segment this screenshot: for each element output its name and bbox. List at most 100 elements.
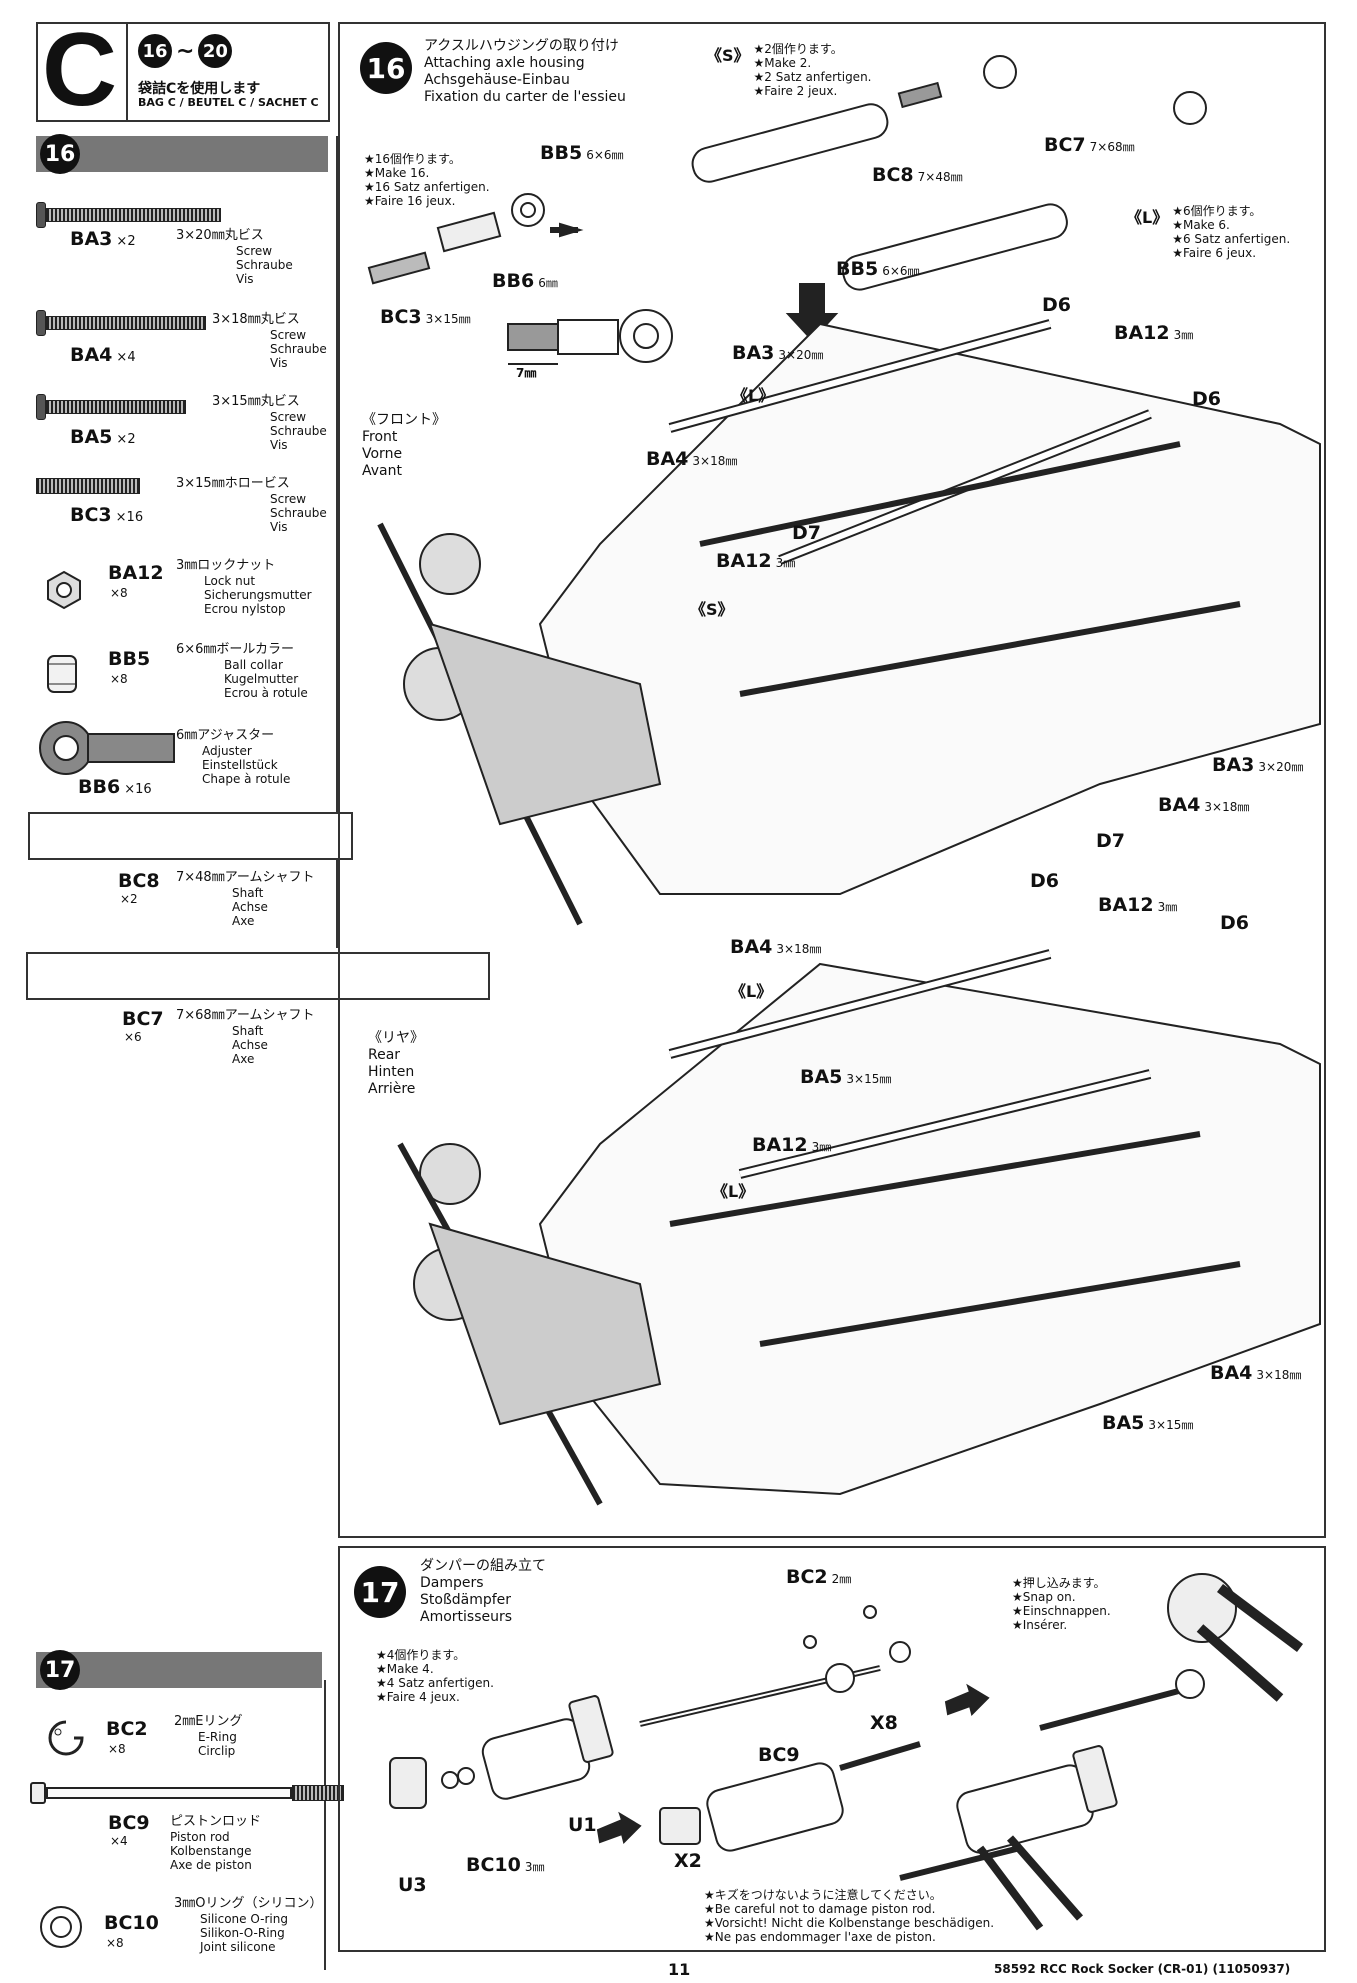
part-jp: 3㎜ロックナット	[176, 558, 276, 573]
page-number: 11	[668, 1960, 691, 1979]
bag-multi: BAG C / BEUTEL C / SACHET C	[138, 96, 319, 109]
part-ba3: BA3×2 3×20㎜丸ビス Screw Schraube Vis	[36, 198, 336, 286]
part-en: Adjuster	[202, 744, 252, 758]
label-ba5-2: BA5	[1102, 1412, 1145, 1434]
part-code: BC2	[106, 1718, 148, 1740]
part-de: Schraube	[270, 424, 327, 438]
part-en: E-Ring	[198, 1730, 237, 1744]
o-ring-icon	[40, 1906, 82, 1948]
part-de: Achse	[232, 900, 268, 914]
make2-note: ★2個作ります。★Make 2.★2 Satz anfertigen.★Fair…	[753, 42, 872, 98]
part-fr: Vis	[270, 356, 288, 370]
part-de: Sicherungsmutter	[204, 588, 312, 602]
part-ba4: BA4×4 3×18㎜丸ビス Screw Schraube Vis	[36, 310, 336, 390]
step-range-to: 20	[198, 34, 233, 68]
part-fr: Joint silicone	[200, 1940, 276, 1954]
part-fr: Axe	[232, 1052, 255, 1066]
parts17-step-number: 17	[40, 1650, 80, 1690]
label-ba5: BA5	[800, 1066, 843, 1088]
part-fr: Chape à rotule	[202, 772, 291, 786]
shaft-icon	[26, 952, 490, 1000]
part-en: Screw	[270, 492, 307, 506]
part-jp: 7×68㎜アームシャフト	[176, 1008, 315, 1023]
part-fr: Vis	[236, 272, 254, 286]
label-ba12-4: BA12	[752, 1134, 808, 1156]
part-ba5: BA5×2 3×15㎜丸ビス Screw Schraube Vis	[36, 392, 336, 472]
part-jp: 3×15㎜ホロービス	[176, 476, 290, 491]
s-mark: 《S》	[706, 46, 750, 65]
label-bc2: BC2	[786, 1566, 828, 1588]
step-range-tilde: ~	[176, 38, 195, 64]
part-code: BA4	[70, 344, 113, 366]
part-en: Screw	[270, 328, 307, 342]
hollow-screw-icon	[36, 478, 140, 494]
label-x8: X8	[870, 1712, 898, 1734]
part-de: Einstellstück	[202, 758, 278, 772]
adjuster-icon	[39, 721, 175, 775]
part-bb6: BB6×16 6㎜アジャスター Adjuster Einstellstück C…	[36, 718, 336, 802]
step-range: 16 ~ 20	[138, 34, 233, 68]
label-ba12-2: BA12	[716, 550, 772, 572]
e-ring-icon	[48, 1720, 84, 1756]
part-de: Achse	[232, 1038, 268, 1052]
step16-title-jp: アクスルハウジングの取り付け	[424, 38, 619, 54]
part-jp: 3×20㎜丸ビス	[176, 228, 264, 243]
step17-title-de: Stoßdämpfer	[420, 1592, 512, 1608]
part-jp: 2㎜Eリング	[174, 1714, 243, 1729]
part-de: Schraube	[270, 506, 327, 520]
parts16-step-number: 16	[40, 134, 80, 174]
label-d6-3: D6	[1030, 870, 1059, 892]
label-d6: D6	[1042, 294, 1071, 316]
label-bc7: BC7	[1044, 134, 1086, 156]
part-en: Screw	[236, 244, 273, 258]
dim-7mm: 7㎜	[516, 366, 537, 380]
part-bb5: BB5 ×8 6×6㎜ボールカラー Ball collar Kugelmutte…	[36, 640, 336, 710]
part-bc2: BC2 ×8 2㎜Eリング E-Ring Circlip	[36, 1712, 326, 1782]
part-bc7: BC7 ×6 7×68㎜アームシャフト Shaft Achse Axe	[26, 952, 496, 1082]
model-number: 58592 RCC Rock Socker (CR-01) (11050937)	[994, 1962, 1291, 1976]
part-de: Kugelmutter	[224, 672, 299, 686]
make6-note: ★6個作ります。★Make 6.★6 Satz anfertigen.★Fair…	[1172, 204, 1291, 260]
part-jp: 6×6㎜ボールカラー	[176, 642, 295, 657]
label-ba4-2: BA4	[1158, 794, 1201, 816]
part-en: Silicone O-ring	[200, 1912, 288, 1926]
label-ba4: BA4	[646, 448, 689, 470]
make4-note: ★4個作ります。★Make 4.★4 Satz anfertigen.★Fair…	[376, 1648, 494, 1704]
label-bc8: BC8	[872, 164, 914, 186]
piston-rod-icon	[30, 1782, 46, 1804]
label-d7: D7	[792, 522, 821, 544]
label-bc10: BC10	[466, 1854, 521, 1876]
label-u1: U1	[568, 1814, 597, 1836]
label-bc9: BC9	[758, 1744, 800, 1766]
label-x2: X2	[674, 1850, 702, 1872]
label-ba3: BA3	[732, 342, 775, 364]
step17-title-en: Dampers	[420, 1575, 484, 1591]
part-jp: 7×48㎜アームシャフト	[176, 870, 315, 885]
part-de: Schraube	[270, 342, 327, 356]
step17-diagram	[389, 1573, 1303, 1931]
label-ba3-2: BA3	[1212, 754, 1255, 776]
snap-note: ★押し込みます。★Snap on.★Einschnappen.★Insérer.	[1012, 1576, 1111, 1632]
part-code: BA5	[70, 426, 113, 448]
step16-panel: 16 アクスルハウジングの取り付け Attaching axle housing…	[338, 22, 1326, 1538]
part-jp: 6㎜アジャスター	[176, 728, 275, 743]
make16-note: ★16個作ります。★Make 16.★16 Satz anfertigen.★F…	[364, 152, 490, 208]
ball-collar-icon	[47, 655, 77, 693]
step16-title-fr: Fixation du carter de l'essieu	[424, 89, 626, 105]
part-code: BC10	[104, 1912, 159, 1934]
part-de: Circlip	[198, 1744, 236, 1758]
part-en: Piston rod	[170, 1830, 230, 1844]
part-en: Shaft	[232, 1024, 264, 1038]
part-code: BC3	[70, 504, 112, 526]
part-fr: Axe de piston	[170, 1858, 252, 1872]
part-bc10: BC10 ×8 3㎜Oリング（シリコン） Silicone O-ring Sil…	[36, 1894, 336, 1964]
part-fr: Ecrou nylstop	[204, 602, 286, 616]
step17-title-fr: Amortisseurs	[420, 1609, 513, 1625]
part-en: Lock nut	[204, 574, 256, 588]
part-code: BA12	[108, 562, 164, 584]
part-en: Screw	[270, 410, 307, 424]
part-fr: Ecrou à rotule	[224, 686, 308, 700]
label-l-2: 《L》	[730, 982, 773, 1001]
